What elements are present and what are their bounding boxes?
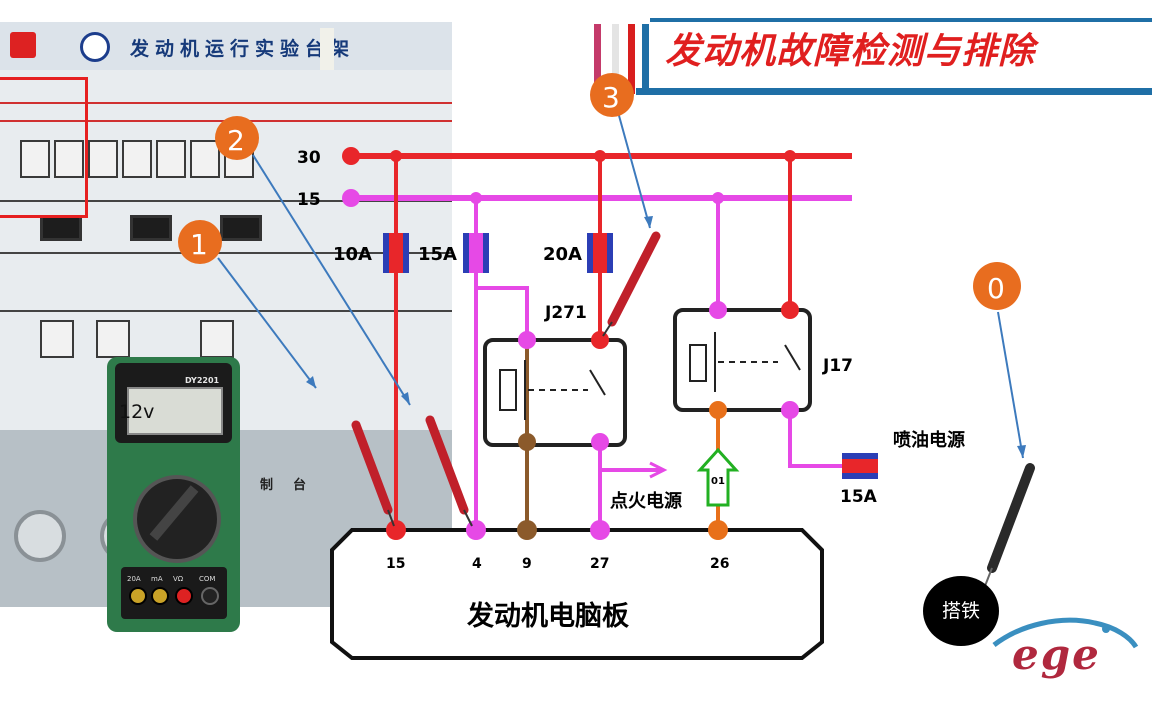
red-probe-icon (351, 420, 395, 527)
marker-0: 0 (973, 262, 1021, 310)
paper-note (320, 28, 334, 70)
red-probe-icon (602, 231, 661, 337)
bench-lower-label: 制台 (260, 478, 327, 493)
multimeter-ports: 20A mA VΩ COM (121, 567, 227, 619)
ecu-pin-label: 26 (710, 556, 729, 572)
banner-stripe (594, 24, 601, 94)
svg-text:1: 1 (190, 228, 208, 261)
multimeter-reading: 12v (119, 401, 155, 423)
vw-logo-icon (80, 32, 110, 62)
bench-panel-title: 发动机运行实验台架 (130, 38, 356, 60)
ecu-pin-label: 27 (590, 556, 609, 572)
banner-bottom-bar (636, 88, 1152, 95)
relay-j17 (673, 308, 812, 412)
pressure-gauge-icon (14, 510, 66, 562)
ignition-power-label: 点火电源 (610, 490, 682, 512)
fuse-label: 15A (418, 244, 457, 265)
brand-logo-icon (10, 32, 36, 58)
ege-logo-icon (992, 617, 1139, 649)
fuse-label: 15A (840, 487, 878, 507)
ecu-pin-label: 15 (386, 556, 405, 572)
port-label: 20A (127, 575, 141, 583)
ecu-pin-label: 4 (472, 556, 482, 572)
fuse-label: 20A (543, 244, 582, 265)
svg-text:0: 0 (987, 272, 1005, 305)
relay-j271 (483, 338, 627, 447)
marker-2: 2 (215, 116, 259, 160)
fuse-label: 10A (333, 244, 372, 265)
ecu-label: 发动机电脑板 (466, 600, 629, 632)
multimeter-dial (133, 475, 221, 563)
multimeter-model: DY2201 (185, 376, 220, 385)
fuse-injector-15a (842, 453, 878, 479)
highlight-frame (0, 77, 88, 218)
black-probe-icon (984, 463, 1035, 587)
slide-title: 发动机故障检测与排除 (665, 31, 1036, 72)
banner-top-bar (650, 18, 1152, 22)
banner-stripe (628, 24, 635, 94)
fuse-15a (463, 233, 489, 273)
port-label: mA (151, 575, 163, 583)
logo-text: ege (1012, 630, 1101, 679)
bench-header: 发动机运行实验台架 (0, 22, 452, 70)
arrow-label: 01 (711, 476, 725, 487)
port-label: COM (199, 575, 216, 583)
ground-label: 搭铁 (923, 576, 999, 646)
ecu-pin-label: 9 (522, 556, 532, 572)
ecu-board (330, 528, 824, 660)
port-label: VΩ (173, 575, 184, 583)
relay-label: J17 (822, 356, 853, 376)
banner-stripe (612, 24, 619, 94)
rail-label: 30 (297, 148, 321, 168)
marker-1: 1 (178, 220, 222, 264)
fuse-20a (587, 233, 613, 273)
rail-label: 15 (297, 190, 321, 210)
red-probe-icon (425, 415, 473, 527)
relay-label: J271 (544, 303, 587, 323)
banner-stripe (642, 24, 649, 94)
multimeter: DY2201 12v 20A mA VΩ COM (107, 357, 240, 632)
multimeter-lcd (127, 387, 223, 435)
injector-power-label: 喷油电源 (893, 429, 965, 451)
fuse-10a (383, 233, 409, 273)
output-arrow-icon (696, 447, 740, 507)
svg-text:3: 3 (602, 81, 620, 114)
marker-3: 3 (590, 73, 634, 117)
svg-text:2: 2 (227, 124, 245, 157)
